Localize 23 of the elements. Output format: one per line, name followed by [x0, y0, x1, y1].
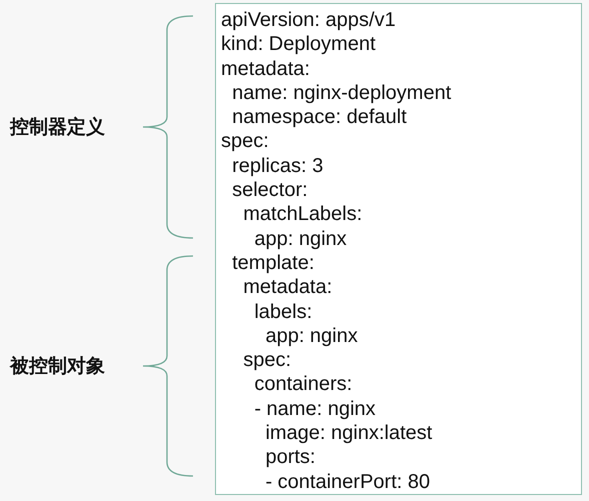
code-line: ports:	[264, 445, 316, 470]
code-line: image: nginx:latest	[264, 421, 432, 446]
code-line: spec:	[242, 348, 292, 372]
code-box	[215, 3, 582, 495]
code-line: app: nginx	[264, 324, 358, 348]
code-line: template:	[231, 250, 314, 276]
section-label: 控制器定义	[10, 115, 105, 139]
code-line: - containerPort: 80	[264, 470, 430, 494]
code-line: selector:	[231, 178, 308, 202]
code-line: metadata:	[221, 56, 310, 81]
code-line: metadata:	[242, 275, 332, 300]
code-line: name: nginx-deployment	[231, 80, 452, 106]
code-line: labels:	[253, 300, 312, 324]
code-line: matchLabels:	[242, 202, 362, 227]
code-line: containers:	[253, 372, 352, 397]
code-line: spec:	[221, 129, 269, 154]
section-label: 被控制对象	[10, 354, 105, 378]
code-line: replicas: 3	[231, 154, 324, 178]
code-line: apiVersion: apps/v1	[221, 8, 396, 32]
code-line: namespace: default	[231, 105, 407, 130]
code-line: - name: nginx	[253, 396, 376, 422]
code-line: kind: Deployment	[221, 32, 376, 57]
code-line: app: nginx	[253, 226, 347, 251]
